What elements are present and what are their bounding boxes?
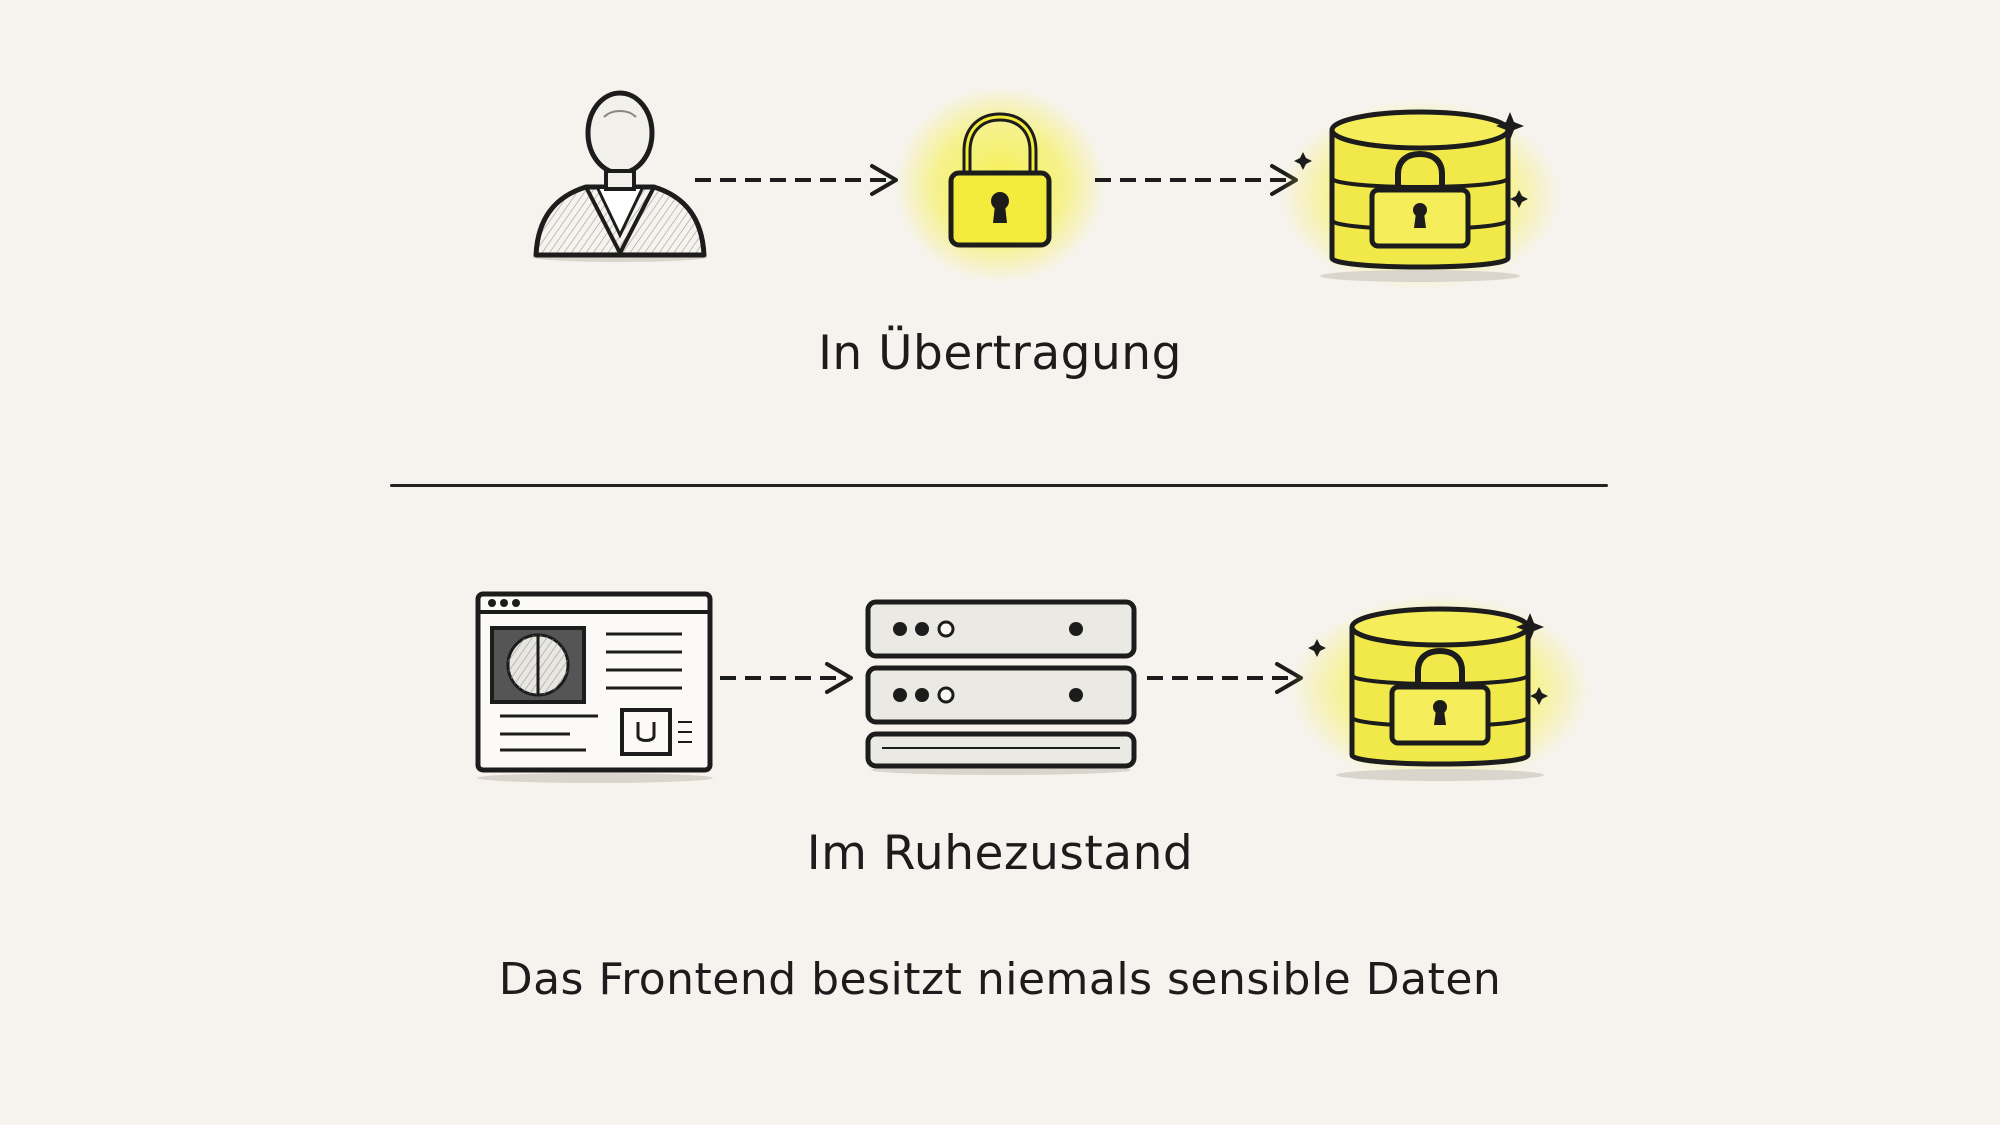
section-divider <box>390 484 1608 487</box>
section-label-at-rest: Im Ruhezustand <box>806 826 1194 881</box>
lock-icon <box>895 87 1105 283</box>
user-icon <box>532 90 708 262</box>
arrow-right-icon <box>1095 164 1298 196</box>
arrow-right-icon <box>720 662 853 694</box>
arrow-right-icon <box>695 164 898 196</box>
browser-window-icon <box>475 591 713 783</box>
caption: Das Frontend besitzt niemals sensible Da… <box>498 954 1502 1005</box>
encrypted-database-icon <box>1280 100 1560 290</box>
section-label-in-transit: In Übertragung <box>818 326 1182 381</box>
arrow-right-icon <box>1147 662 1303 694</box>
encrypted-database-icon <box>1290 595 1590 785</box>
server-rack-icon <box>865 599 1137 775</box>
